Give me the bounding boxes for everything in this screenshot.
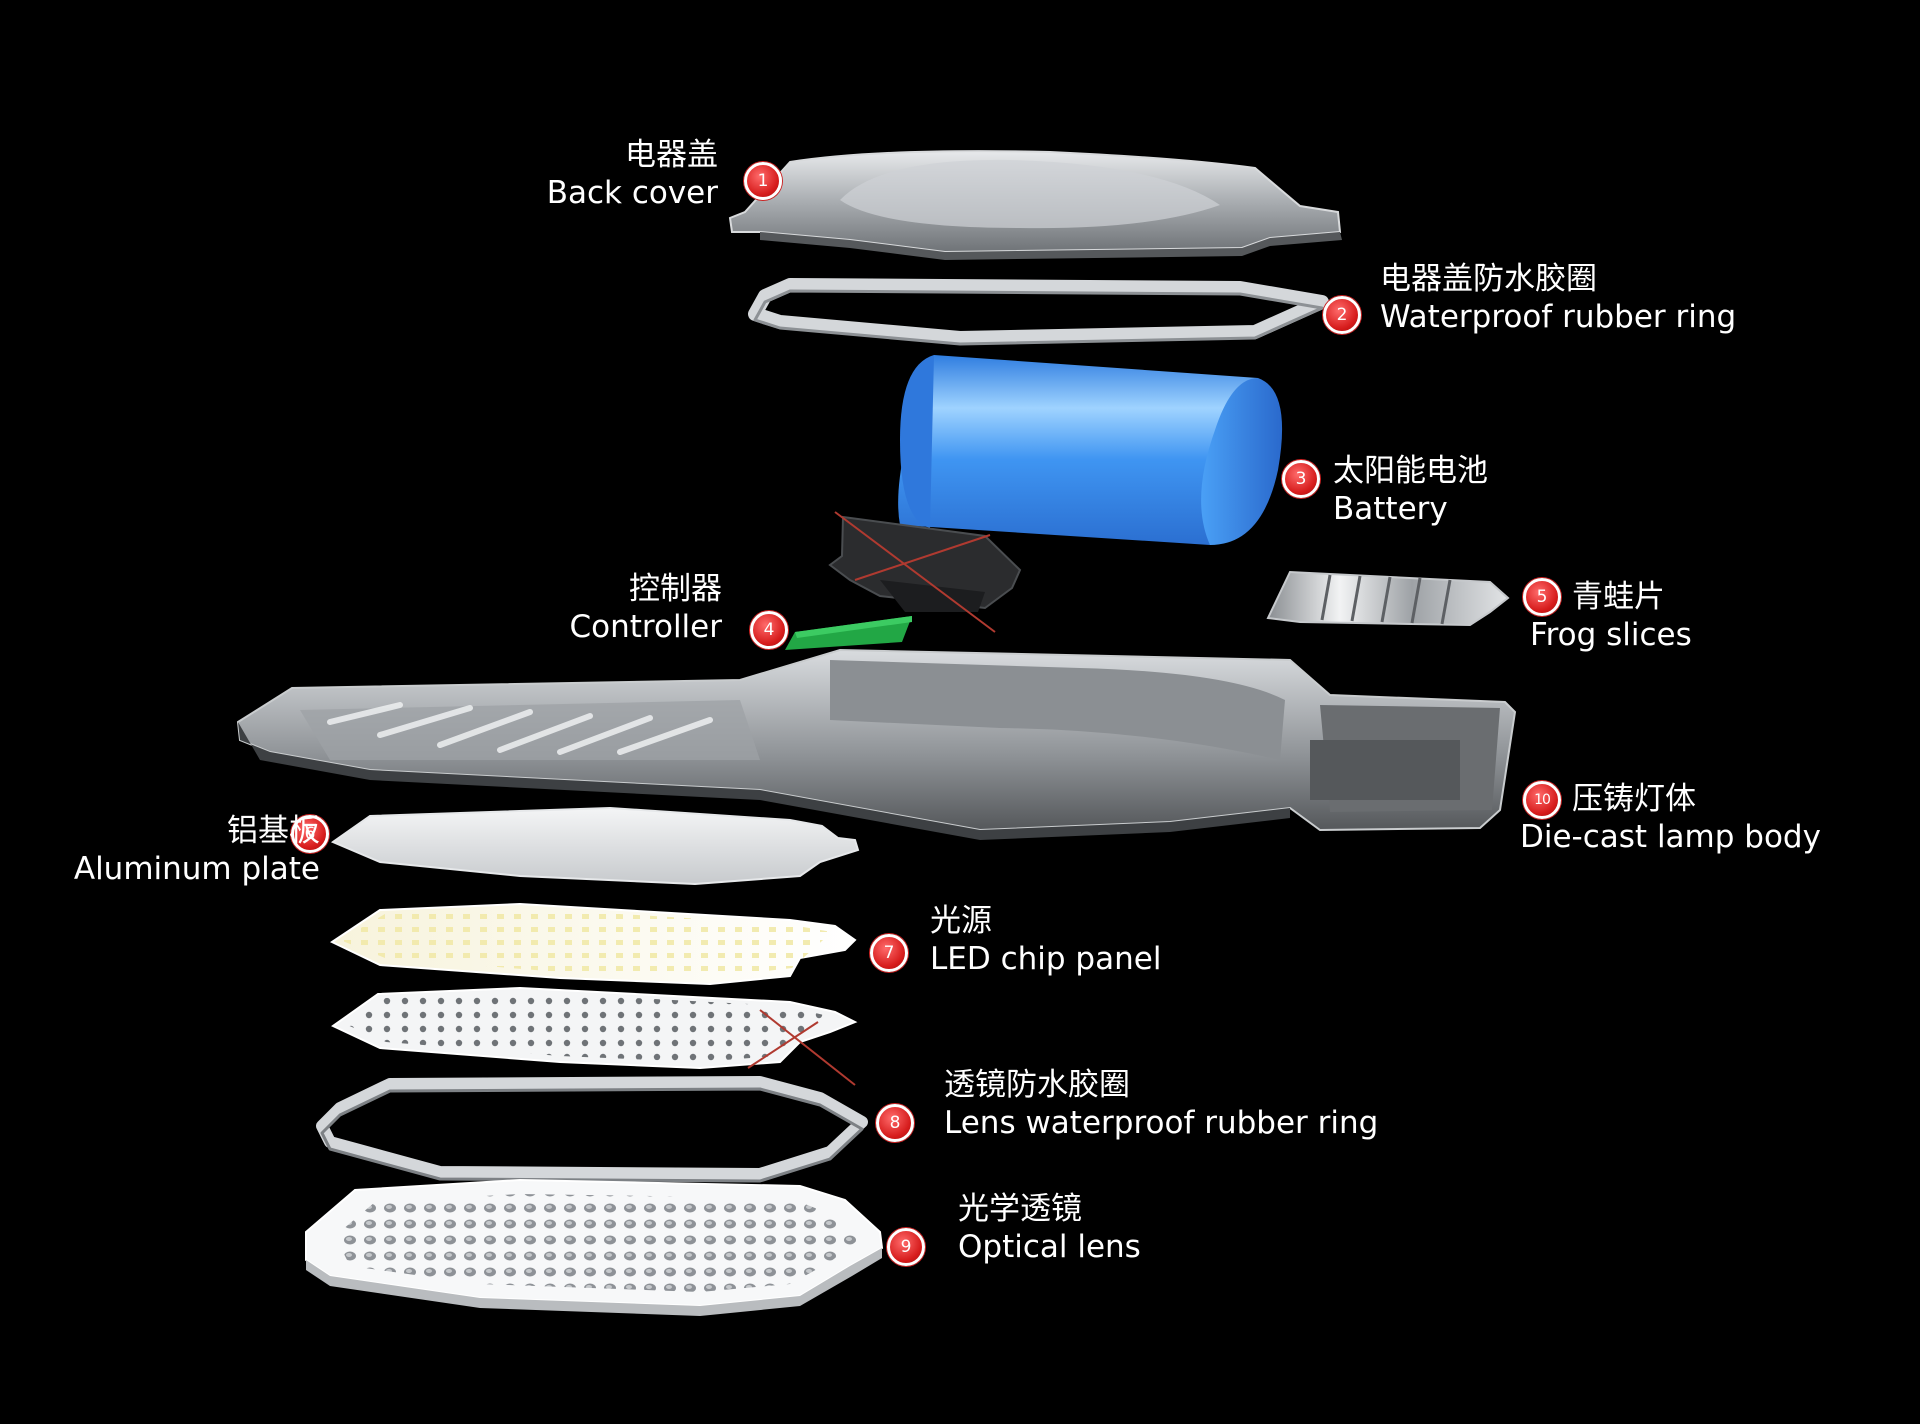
label-waterproof-rubber-ring-en: Waterproof rubber ring <box>1380 299 1737 335</box>
badge-9: 9 <box>887 1228 925 1266</box>
label-die-cast-lamp-body: 压铸灯体 Die-cast lamp body <box>1520 780 1821 856</box>
label-back-cover-zh: 电器盖 <box>625 137 718 173</box>
label-optical-lens: 光学透镜 Optical lens <box>958 1190 1141 1266</box>
badge-7: 7 <box>870 934 908 972</box>
label-back-cover-en: Back cover <box>546 175 718 211</box>
label-back-cover: 电器盖 Back cover <box>547 136 718 212</box>
badge-6: 6 <box>291 815 329 853</box>
back-cover-part <box>728 150 1342 260</box>
optical-lens-part <box>305 1178 884 1316</box>
label-waterproof-rubber-ring: 电器盖防水胶圈 Waterproof rubber ring <box>1380 260 1736 336</box>
badge-10: 10 <box>1523 781 1561 819</box>
aluminum-plate-part <box>330 806 860 886</box>
label-optical-lens-en: Optical lens <box>958 1229 1141 1265</box>
label-battery: 太阳能电池 Battery <box>1333 452 1488 528</box>
label-led-chip-panel-zh: 光源 <box>930 903 992 939</box>
label-aluminum-plate-en: Aluminum plate <box>73 851 320 887</box>
led-chip-panel-part <box>329 902 857 986</box>
label-lens-waterproof-rubber-ring-zh: 透镜防水胶圈 <box>944 1067 1130 1103</box>
badge-8: 8 <box>876 1104 914 1142</box>
controller-part <box>785 511 1022 650</box>
label-frog-slices-en: Frog slices <box>1530 617 1692 653</box>
badge-5: 5 <box>1523 578 1561 616</box>
label-frog-slices: 青蛙片 Frog slices <box>1530 578 1692 654</box>
label-battery-zh: 太阳能电池 <box>1333 453 1488 489</box>
label-lens-waterproof-rubber-ring-en: Lens waterproof rubber ring <box>944 1105 1379 1141</box>
label-controller-zh: 控制器 <box>629 571 722 607</box>
badge-4: 4 <box>750 611 788 649</box>
label-battery-en: Battery <box>1333 491 1448 527</box>
die-cast-lamp-body-part <box>236 648 1517 840</box>
label-die-cast-lamp-body-en: Die-cast lamp body <box>1520 819 1821 855</box>
label-aluminum-plate-zh: 铝基板 <box>227 813 320 849</box>
label-controller: 控制器 Controller <box>570 570 723 646</box>
label-frog-slices-zh: 青蛙片 <box>1572 579 1665 615</box>
label-lens-waterproof-rubber-ring: 透镜防水胶圈 Lens waterproof rubber ring <box>944 1066 1378 1142</box>
label-optical-lens-zh: 光学透镜 <box>958 1191 1082 1227</box>
waterproof-rubber-ring-part <box>748 278 1329 346</box>
label-led-chip-panel-en: LED chip panel <box>930 941 1162 977</box>
battery-part <box>898 355 1283 545</box>
label-aluminum-plate: 铝基板 Aluminum plate <box>74 812 320 888</box>
frog-slices-part <box>1266 570 1510 627</box>
lens-waterproof-rubber-ring-part <box>316 1076 868 1183</box>
label-controller-en: Controller <box>569 609 723 645</box>
badge-3: 3 <box>1282 460 1320 498</box>
label-led-chip-panel: 光源 LED chip panel <box>930 902 1161 978</box>
label-waterproof-rubber-ring-zh: 电器盖防水胶圈 <box>1380 261 1597 297</box>
label-die-cast-lamp-body-zh: 压铸灯体 <box>1572 781 1696 817</box>
badge-1: 1 <box>744 162 782 200</box>
reflector-plate-crossed <box>331 986 858 1086</box>
badge-2: 2 <box>1323 296 1361 334</box>
